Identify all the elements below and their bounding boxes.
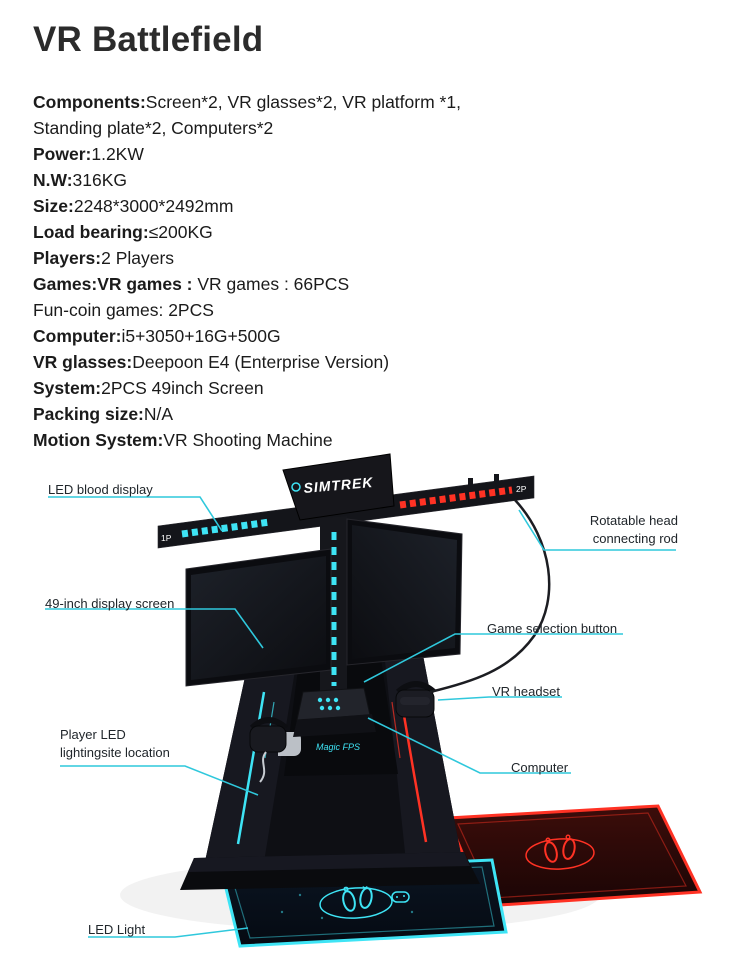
brand-logo-icon	[291, 482, 301, 492]
led-bar-right	[399, 486, 513, 509]
spec-value: 2248*3000*2492mm	[73, 196, 234, 216]
spec-label: Players:	[33, 248, 102, 268]
headset-hook	[494, 474, 499, 483]
product-figure: 1P 2P SIMTREK	[0, 440, 750, 960]
vr-headset-right	[395, 681, 436, 718]
leader-computer	[367, 717, 571, 774]
headset-hook	[468, 478, 473, 487]
spec-row-size: Size:2248*3000*2492mm	[33, 193, 533, 219]
player2-label: 2P	[516, 484, 527, 494]
spec-row-motion-system: Motion System:VR Shooting Machine	[33, 427, 533, 453]
spec-row-load-bearing: Load bearing:≤200KG	[33, 219, 533, 245]
callout-computer: Computer	[511, 760, 569, 775]
spec-row-players: Players:2 Players	[33, 245, 533, 271]
spec-label: System:	[33, 378, 102, 398]
spec-list: Components:Screen*2, VR glasses*2, VR pl…	[33, 89, 533, 453]
spec-label: Size:	[33, 196, 74, 216]
leader-player-led	[60, 765, 259, 796]
leader-lines	[45, 496, 676, 938]
brand-text: SIMTREK	[303, 474, 374, 496]
spec-label: Games:VR games :	[33, 274, 193, 294]
leader-rotatable-rod	[518, 509, 676, 551]
simtrek-plaque: SIMTREK	[282, 453, 395, 521]
callout-led-light: LED Light	[88, 922, 146, 937]
spec-value: N/A	[143, 404, 174, 424]
spec-row-packing-size: Packing size:N/A	[33, 401, 533, 427]
callout-rotatable-rod: Rotatable head connecting rod	[589, 513, 678, 546]
spec-row-system: System:2PCS 49inch Screen	[33, 375, 533, 401]
spec-label: Computer:	[33, 326, 122, 346]
spec-value: ≤200KG	[148, 222, 213, 242]
callout-vr-headset: VR headset	[492, 684, 560, 699]
spec-value: 1.2KW	[91, 144, 144, 164]
spec-value: VR games : 66PCS	[192, 274, 350, 294]
spec-value: Screen*2, VR glasses*2, VR platform *1, …	[33, 92, 461, 138]
spec-value: 316KG	[72, 170, 128, 190]
spec-label: Components:	[33, 92, 146, 112]
vr-headset-left	[249, 717, 288, 783]
spec-row-vr-glasses: VR glasses:Deepoon E4 (Enterprise Versio…	[33, 349, 533, 375]
spec-label: VR glasses:	[33, 352, 133, 372]
base-platform	[180, 852, 480, 890]
spec-row-computer: Computer:i5+3050+16G+500G	[33, 323, 533, 349]
spec-label: Power:	[33, 144, 92, 164]
spec-row-fun-coin: Fun-coin games: 2PCS	[33, 297, 533, 323]
callout-display-screen: 49-inch display screen	[45, 596, 175, 611]
spec-value: 2PCS 49inch Screen	[101, 378, 264, 398]
headset-cable	[429, 499, 551, 694]
spec-value: 2 Players	[101, 248, 175, 268]
spec-label: Load bearing:	[33, 222, 149, 242]
spec-value: Fun-coin games: 2PCS	[33, 300, 214, 320]
spec-row-games: Games:VR games : VR games : 66PCS	[33, 271, 533, 297]
display-screen-right	[346, 518, 463, 666]
game-button-panel	[296, 687, 371, 721]
footprints-blue-icon	[319, 883, 393, 919]
display-screen-left	[185, 548, 332, 687]
model-text: Magic FPS	[316, 742, 360, 752]
spec-label: Packing size:	[33, 404, 144, 424]
callout-game-selection: Game selection button	[487, 621, 618, 636]
spec-row-components: Components:Screen*2, VR glasses*2, VR pl…	[33, 89, 533, 141]
leader-led-blood-display	[48, 496, 223, 532]
spec-row-nw: N.W:316KG	[33, 167, 533, 193]
floor-mat-red	[445, 804, 703, 908]
spec-value: VR Shooting Machine	[163, 430, 333, 450]
spec-label: Motion System:	[33, 430, 164, 450]
spec-value: i5+3050+16G+500G	[121, 326, 281, 346]
spec-row-power: Power:1.2KW	[33, 141, 533, 167]
headset-cable-left	[259, 751, 267, 783]
leader-led-light	[88, 927, 249, 938]
player1-label: 1P	[161, 533, 172, 543]
leader-vr-headset	[437, 696, 562, 701]
spec-label: N.W:	[33, 170, 73, 190]
leader-game-selection	[363, 633, 623, 683]
callout-led-blood-display: LED blood display	[48, 482, 153, 497]
spec-value: Deepoon E4 (Enterprise Version)	[132, 352, 390, 372]
led-bar-left	[181, 518, 271, 538]
page-title: VR Battlefield	[33, 20, 264, 59]
footprints-red-icon	[525, 834, 595, 870]
leader-display-screen	[45, 608, 264, 649]
callout-player-led: Player LED lightingsite location	[60, 727, 170, 760]
machine-illustration: 1P 2P SIMTREK	[45, 453, 703, 948]
gamepad-icon	[391, 891, 410, 903]
player-led-strip-right	[398, 691, 428, 843]
computer-shelf	[293, 714, 376, 737]
